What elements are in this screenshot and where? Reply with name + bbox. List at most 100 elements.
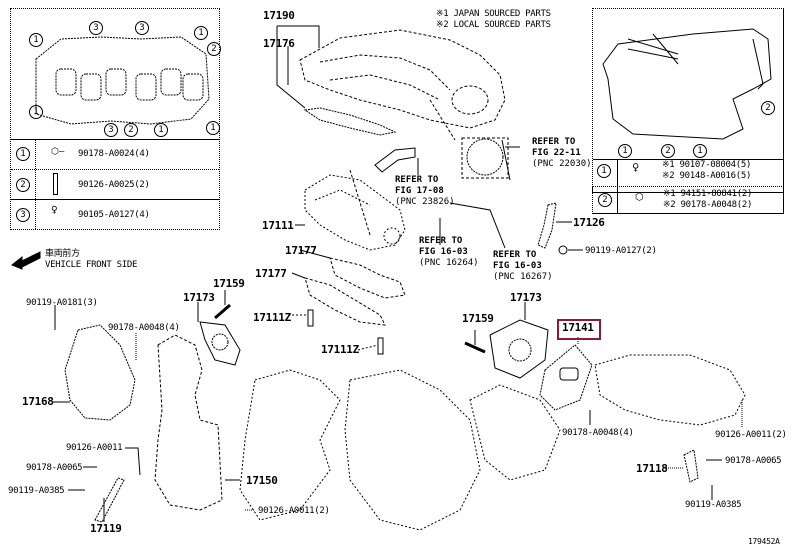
part-label-90126-a0011-2[interactable]: 90126-A0011(2) <box>258 506 330 516</box>
left-legend-row: 1 ⬡— 90178-A0024(4) <box>11 139 219 169</box>
gasket-17177-upper-drawing <box>329 257 406 299</box>
part-label-17141-highlighted[interactable]: 17141 <box>562 321 594 334</box>
left-legend-diagram: 1 3 3 1 2 1 1 3 2 1 <box>11 9 221 139</box>
part-label-90119-a0181[interactable]: 90119-A0181(3) <box>26 298 98 308</box>
engine-block-drawing <box>239 369 561 531</box>
callout-3: 3 <box>104 123 118 137</box>
callout-1: 1 <box>194 26 208 40</box>
stud-17111z-a-drawing <box>307 309 314 327</box>
bracket-17118-drawing <box>683 449 699 483</box>
bolt-icon: ♀ <box>632 160 640 174</box>
part-label-17176[interactable]: 17176 <box>263 37 295 50</box>
callout-1: 1 <box>206 121 220 135</box>
part-label-90119-a0385[interactable]: 90119-A0385 <box>685 500 742 510</box>
gasket-17173-right-drawing <box>489 319 549 379</box>
exhaust-manifold-right-drawing <box>594 354 746 426</box>
divider <box>35 139 36 229</box>
row-number: 3 <box>16 208 30 222</box>
part-label-17159[interactable]: 17159 <box>462 312 494 325</box>
refer-pnc: (PNC 16264) <box>419 258 479 268</box>
part-label-90126-a0011-2[interactable]: 90126-A0011(2) <box>715 430 787 440</box>
heat-insulator-17168-drawing <box>64 324 136 421</box>
divider <box>593 159 783 160</box>
leader-lines <box>53 25 743 522</box>
part-label-90178-a0065[interactable]: 90178-A0065 <box>26 463 83 473</box>
left-fastener-legend: 1 3 3 1 2 1 1 3 2 1 1 ⬡— 90178-A0024(4) … <box>10 8 221 230</box>
part-label-17111z[interactable]: 17111Z <box>321 343 359 356</box>
part-label-17111z[interactable]: 17111Z <box>253 311 291 324</box>
divider <box>617 159 618 192</box>
bracket-17119-drawing <box>94 477 125 523</box>
hose-drawing <box>374 147 416 173</box>
refer-note[interactable]: REFER TO FIG 16-03 (PNC 16267) <box>493 250 553 283</box>
part-label-17111[interactable]: 17111 <box>262 219 294 232</box>
nut-icon: ⬡ <box>635 192 644 203</box>
left-legend-row: 2 90126-A0025(2) <box>11 169 219 200</box>
refer-fig: FIG 22-11 <box>532 148 581 158</box>
gasket-17141-drawing <box>539 344 593 411</box>
part-label-17159[interactable]: 17159 <box>213 277 245 290</box>
part-label-90178-a0048[interactable]: 90178-A0048(4) <box>562 428 634 438</box>
stud-17111z-b-drawing <box>377 337 384 355</box>
callout-3: 3 <box>135 21 149 35</box>
bolt-icon: ♀ <box>51 203 58 216</box>
refer-fig: FIG 16-03 <box>419 247 468 257</box>
part-number: 90105-A0127(4) <box>78 210 150 220</box>
part-label-17119[interactable]: 17119 <box>90 522 122 535</box>
right-legend-diagram: 2 1 2 1 <box>593 9 783 159</box>
part-label-17173[interactable]: 17173 <box>183 291 215 304</box>
part-label-90178-a0048[interactable]: 90178-A0048(4) <box>108 323 180 333</box>
right-legend-row: 1 ♀ ※1 90107-08004(5) ※2 90148-A0016(5) <box>592 158 782 186</box>
row-number: 1 <box>597 164 611 178</box>
gasket-17176-drawing <box>303 107 397 136</box>
note-japan-sourced: ※1 JAPAN SOURCED PARTS <box>436 9 551 19</box>
refer-note[interactable]: REFER TO FIG 17-08 (PNC 23826) <box>395 175 455 208</box>
divider <box>617 187 618 213</box>
right-fastener-legend: 2 1 2 1 <box>592 8 784 193</box>
highlight-box <box>557 319 601 340</box>
part-number: 90178-A0024(4) <box>78 149 150 159</box>
part-number-local: ※2 90148-A0016(5) <box>662 171 752 181</box>
part-label-90119-a0385[interactable]: 90119-A0385 <box>8 486 65 496</box>
right-legend-row: 2 ⬡ ※1 94151-80841(2) ※2 90178-A0048(2) <box>592 186 784 214</box>
part-label-17177[interactable]: 17177 <box>285 244 317 257</box>
part-label-17190[interactable]: 17190 <box>263 9 295 22</box>
part-label-90178-a0065[interactable]: 90178-A0065 <box>725 456 782 466</box>
callout-3: 3 <box>89 21 103 35</box>
vehicle-front-jp: 車両前方 <box>45 249 80 259</box>
part-label-17150[interactable]: 17150 <box>246 474 278 487</box>
callout-2: 2 <box>124 123 138 137</box>
intake-manifold-lower-drawing <box>304 174 406 251</box>
refer-fig: FIG 16-03 <box>493 261 542 271</box>
gasket-17177-lower-drawing <box>304 277 386 326</box>
nut-icon: ⬡— <box>51 147 65 157</box>
refer-text: REFER TO <box>395 175 439 185</box>
stud-17159-right-drawing <box>464 341 486 354</box>
callout-2: 2 <box>761 101 775 115</box>
part-label-17173[interactable]: 17173 <box>510 291 542 304</box>
part-label-17126[interactable]: 17126 <box>573 216 605 229</box>
refer-note[interactable]: REFER TO FIG 22-11 (PNC 22030) <box>532 137 592 170</box>
refer-fig: FIG 17-08 <box>395 186 444 196</box>
intake-manifold-upper-drawing <box>299 29 506 129</box>
gasket-17173-left-drawing <box>199 321 241 366</box>
refer-pnc: (PNC 23826) <box>395 197 455 207</box>
refer-text: REFER TO <box>493 250 537 260</box>
callout-1: 1 <box>29 33 43 47</box>
part-label-17177[interactable]: 17177 <box>255 267 287 280</box>
bracket-17126-drawing <box>537 202 557 249</box>
part-number-japan: ※1 94151-80841(2) <box>663 189 753 199</box>
refer-text: REFER TO <box>419 236 463 246</box>
throttle-body-drawing <box>461 137 511 181</box>
figure-id: 179452A <box>748 537 780 546</box>
refer-note[interactable]: REFER TO FIG 16-03 (PNC 16264) <box>419 236 479 269</box>
part-number: 90126-A0025(2) <box>78 180 150 190</box>
part-label-90126-a0011[interactable]: 90126-A0011 <box>66 443 123 453</box>
exhaust-manifold-left-drawing <box>154 334 223 511</box>
part-label-90119-a0127[interactable]: 90119-A0127(2) <box>585 246 657 256</box>
callout-1: 1 <box>29 105 43 119</box>
row-number: 2 <box>16 178 30 192</box>
part-label-17118[interactable]: 17118 <box>636 462 668 475</box>
part-label-17168[interactable]: 17168 <box>22 395 54 408</box>
